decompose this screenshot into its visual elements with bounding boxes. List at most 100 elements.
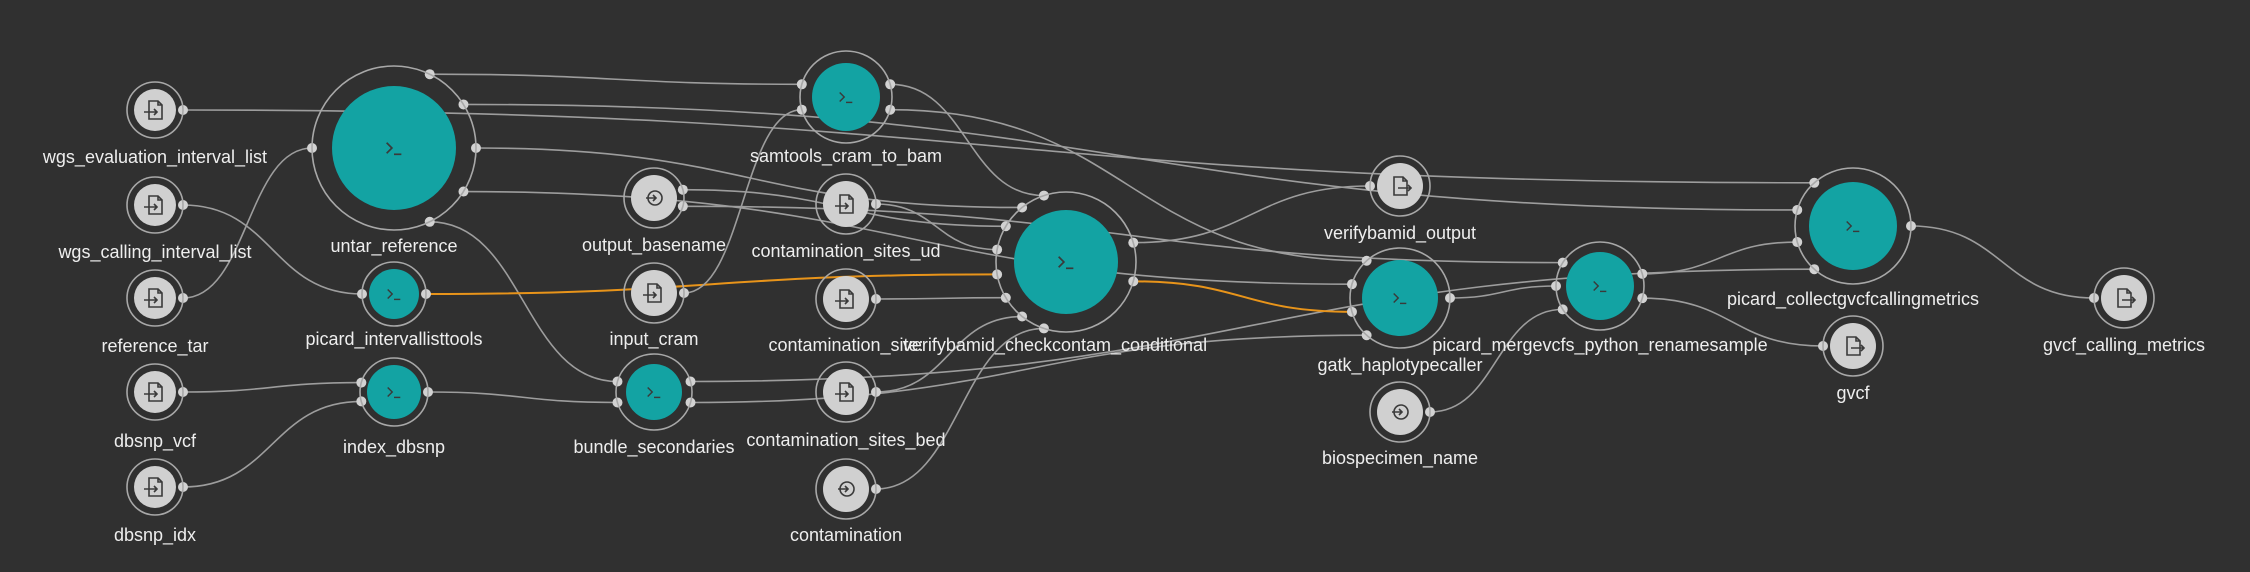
- node-label: untar_reference: [330, 236, 457, 257]
- tool-body: [812, 63, 880, 131]
- node-ring: [2093, 267, 2155, 329]
- node-ring: [623, 167, 685, 229]
- terminal-icon: [387, 288, 401, 301]
- node-contamination[interactable]: contamination: [790, 458, 902, 545]
- node-dbsnp_idx[interactable]: dbsnp_idx: [114, 458, 196, 546]
- node-label: gvcf_calling_metrics: [2043, 335, 2205, 356]
- tool-body: [1014, 210, 1118, 314]
- input-param-icon: [646, 190, 663, 206]
- input-file-icon: [144, 288, 163, 308]
- input-file-icon: [835, 382, 854, 402]
- input-file-icon: [643, 283, 662, 303]
- edge-contamination_sites_ud-to-verifybamid_checkcontam_conditional[interactable]: [875, 203, 998, 251]
- node-untar_reference[interactable]: untar_reference: [311, 65, 477, 257]
- node-ring: [361, 261, 427, 327]
- node-ring: [359, 357, 429, 427]
- node-gvcf_calling_metrics[interactable]: gvcf_calling_metrics: [2043, 267, 2205, 356]
- node-label: picard_mergevcfs_python_renamesample: [1432, 335, 1767, 356]
- node-reference_tar[interactable]: reference_tar: [101, 269, 209, 357]
- node-contamination_sites_ud[interactable]: contamination_sites_ud: [751, 173, 941, 262]
- input-file-icon: [835, 194, 854, 214]
- edge-picard_intervallisttools-to-verifybamid_checkcontam_conditional[interactable]: [425, 273, 998, 295]
- terminal-icon: [1058, 256, 1074, 270]
- node-bundle_secondaries[interactable]: bundle_secondaries: [573, 353, 735, 458]
- input-file-icon: [144, 477, 163, 497]
- edge-contamination_sites_mu-to-verifybamid_checkcontam_conditional[interactable]: [875, 296, 1006, 300]
- output-file-icon: [1393, 176, 1413, 196]
- edge-picard_mergevcfs_python_renamesample-to-picard_collectgvcfcallingmetrics[interactable]: [1642, 241, 1798, 275]
- node-gvcf[interactable]: gvcf: [1822, 315, 1884, 403]
- node-ring: [126, 81, 184, 139]
- node-wgs_evaluation_interval_list[interactable]: wgs_evaluation_interval_list: [42, 81, 267, 168]
- edge-samtools_cram_to_bam-to-gatk_haplotypecaller[interactable]: [890, 108, 1367, 262]
- node-ring: [1369, 155, 1431, 217]
- edge-input_cram-to-samtools_cram_to_bam[interactable]: [683, 108, 802, 294]
- node-label: bundle_secondaries: [573, 437, 734, 458]
- edge-samtools_cram_to_bam-to-verifybamid_checkcontam_conditional[interactable]: [890, 83, 1044, 197]
- edge-dbsnp_idx-to-index_dbsnp[interactable]: [182, 400, 362, 488]
- tool-body: [1809, 182, 1897, 270]
- edge-untar_reference-to-bundle_secondaries[interactable]: [429, 221, 618, 383]
- edge-wgs_calling_interval_list-to-picard_intervallisttools[interactable]: [182, 204, 363, 295]
- node-ring: [815, 361, 877, 423]
- node-label: dbsnp_idx: [114, 525, 196, 546]
- input-file-icon: [144, 382, 163, 402]
- tool-body: [369, 269, 419, 319]
- terminal-icon: [839, 91, 853, 104]
- node-label: contamination: [790, 525, 902, 545]
- node-picard_collectgvcfcallingmetrics[interactable]: picard_collectgvcfcallingmetrics: [1727, 167, 1979, 310]
- node-ring: [799, 50, 893, 144]
- edge-wgs_evaluation_interval_list-to-picard_collectgvcfcallingmetrics[interactable]: [182, 109, 1815, 184]
- node-label: dbsnp_vcf: [114, 431, 197, 452]
- edge-contamination-to-verifybamid_checkcontam_conditional[interactable]: [875, 327, 1044, 490]
- edge-gatk_haplotypecaller-to-picard_mergevcfs_python_renamesample[interactable]: [1449, 285, 1557, 299]
- edge-dbsnp_vcf-to-index_dbsnp[interactable]: [182, 381, 362, 393]
- node-index_dbsnp[interactable]: index_dbsnp: [343, 357, 445, 458]
- node-ring: [126, 458, 184, 516]
- node-label: contamination_site:: [768, 335, 923, 356]
- node-dbsnp_vcf[interactable]: dbsnp_vcf: [114, 363, 197, 452]
- node-ring: [615, 353, 693, 431]
- edge-biospecimen_name-to-picard_mergevcfs_python_renamesample[interactable]: [1429, 308, 1563, 413]
- node-label: wgs_calling_interval_list: [57, 242, 251, 263]
- terminal-icon: [386, 142, 402, 156]
- edge-contamination_sites_bed-to-verifybamid_checkcontam_conditional[interactable]: [875, 315, 1023, 393]
- node-label: wgs_evaluation_interval_list: [42, 147, 267, 168]
- node-ring: [815, 268, 877, 330]
- node-contamination_sites_bed[interactable]: contamination_sites_bed: [746, 361, 946, 451]
- node-ring: [815, 173, 877, 235]
- node-ring: [311, 65, 477, 231]
- edge-untar_reference-to-picard_collectgvcfcallingmetrics[interactable]: [463, 103, 1798, 211]
- edge-verifybamid_checkcontam_conditional-to-verifybamid_output[interactable]: [1133, 185, 1371, 244]
- edge-layer: [182, 73, 2095, 490]
- node-wgs_calling_interval_list[interactable]: wgs_calling_interval_list: [57, 176, 252, 263]
- node-label: reference_tar: [101, 336, 208, 357]
- node-samtools_cram_to_bam[interactable]: samtools_cram_to_bam: [750, 50, 942, 167]
- node-ring: [815, 458, 877, 520]
- input-file-icon: [144, 100, 163, 120]
- node-gatk_haplotypecaller[interactable]: gatk_haplotypecaller: [1317, 247, 1483, 376]
- edge-picard_collectgvcfcallingmetrics-to-gvcf_calling_metrics[interactable]: [1910, 225, 2095, 299]
- edge-untar_reference-to-verifybamid_checkcontam_conditional[interactable]: [475, 147, 1023, 209]
- edge-index_dbsnp-to-bundle_secondaries[interactable]: [427, 391, 618, 404]
- tool-body: [367, 365, 421, 419]
- edge-picard_mergevcfs_python_renamesample-to-gvcf[interactable]: [1642, 297, 1824, 347]
- node-biospecimen_name[interactable]: biospecimen_name: [1322, 381, 1478, 469]
- terminal-icon: [1393, 292, 1407, 305]
- node-output_basename[interactable]: output_basename: [582, 167, 726, 256]
- tool-body: [626, 364, 682, 420]
- node-verifybamid_output[interactable]: verifybamid_output: [1324, 155, 1476, 244]
- node-label: index_dbsnp: [343, 437, 445, 458]
- node-picard_intervallisttools[interactable]: picard_intervallisttools: [305, 261, 483, 350]
- node-input_cram[interactable]: input_cram: [609, 262, 699, 350]
- output-file-icon: [2117, 288, 2137, 308]
- edge-reference_tar-to-untar_reference[interactable]: [182, 147, 313, 299]
- node-ring: [1822, 315, 1884, 377]
- node-verifybamid_checkcontam_conditional[interactable]: verifybamid_checkcontam_conditional: [903, 191, 1207, 356]
- edge-untar_reference-to-samtools_cram_to_bam[interactable]: [429, 73, 802, 86]
- edge-verifybamid_checkcontam_conditional-to-gatk_haplotypecaller[interactable]: [1133, 280, 1352, 313]
- node-contamination_sites_mu[interactable]: contamination_site:: [768, 268, 924, 356]
- node-ring: [623, 262, 685, 324]
- node-picard_mergevcfs_python_renamesample[interactable]: picard_mergevcfs_python_renamesample: [1432, 241, 1768, 356]
